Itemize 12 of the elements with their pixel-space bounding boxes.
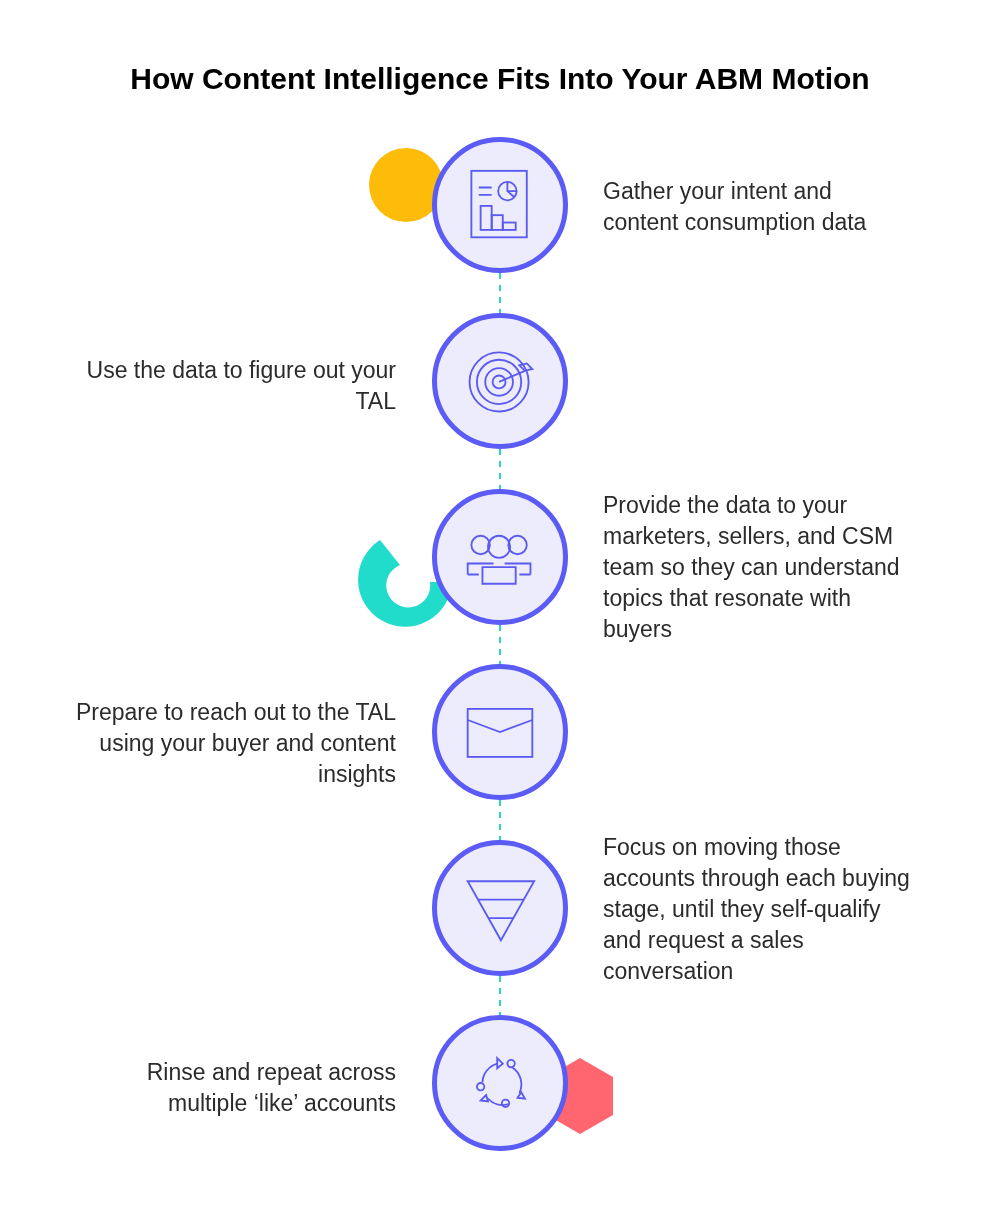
step-description: Focus on moving those accounts through each buying stage, until they self-qualify and request a sales conversation	[603, 833, 911, 986]
step-description: Gather your intent and content consumption data	[603, 177, 868, 237]
step-description: Rinse and repeat across multiple ‘like’ accounts	[145, 1058, 396, 1118]
dashed-connector	[499, 975, 501, 1016]
step-description: Use the data to figure out your TAL	[85, 356, 396, 416]
dashed-connector	[499, 448, 501, 490]
dashed-connector	[499, 624, 501, 665]
step-description: Prepare to reach out to the TAL using your buyer and content insights	[74, 698, 396, 789]
dashed-connector	[499, 799, 501, 841]
step-description: Provide the data to your marketers, sellers, and CSM team so they can understand topics that resonate with buyers	[603, 491, 901, 644]
dashed-connector	[499, 272, 501, 314]
title: How Content Intelligence Fits Into Your ABM Motion	[129, 61, 871, 97]
